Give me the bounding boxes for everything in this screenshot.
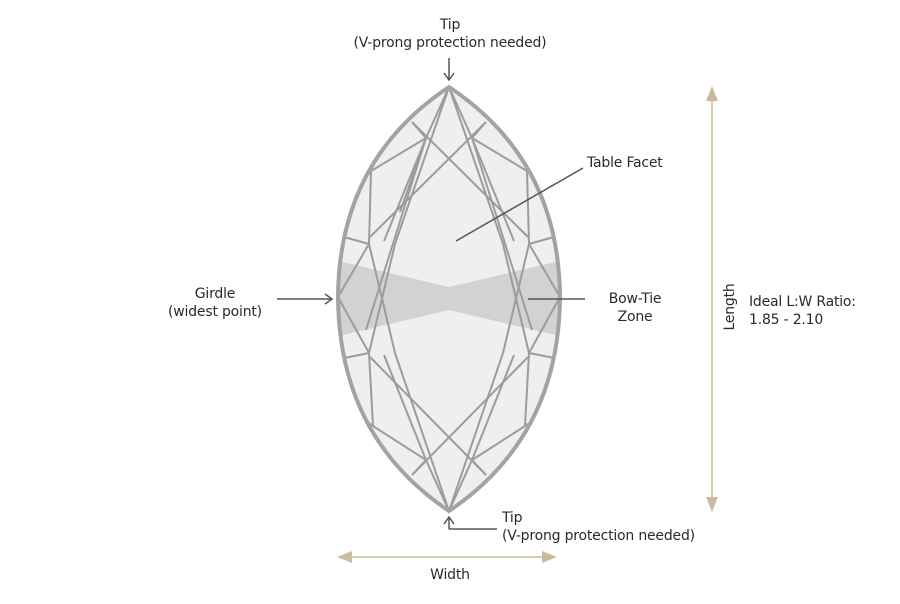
tip-bottom-label: Tip (V-prong protection needed) bbox=[502, 509, 695, 545]
tip-top-note: (V-prong protection needed) bbox=[353, 35, 547, 51]
tip-top-label: Tip (V-prong protection needed) bbox=[350, 16, 550, 52]
marquise-gem bbox=[335, 84, 563, 514]
double-arrow-vertical-icon bbox=[706, 86, 718, 512]
table-facet-leader-line bbox=[455, 167, 584, 242]
arrow-down-icon bbox=[443, 58, 455, 82]
table-facet-label: Table Facet bbox=[587, 155, 663, 171]
bow-tie-label: Bow-Tie Zone bbox=[590, 290, 680, 326]
ratio-title: Ideal L:W Ratio: bbox=[749, 294, 856, 310]
ratio-value: 1.85 - 2.10 bbox=[749, 312, 824, 328]
tip-top-title: Tip bbox=[439, 17, 461, 33]
bow-tie-note: Zone bbox=[617, 309, 653, 325]
bow-tie-title: Bow-Tie bbox=[608, 291, 662, 307]
tip-bottom-title: Tip bbox=[502, 510, 523, 526]
ratio-label: Ideal L:W Ratio: 1.85 - 2.10 bbox=[749, 293, 856, 329]
girdle-title: Girdle bbox=[194, 286, 236, 302]
bow-tie-zone bbox=[338, 259, 560, 338]
length-label: Length bbox=[722, 283, 738, 331]
girdle-note: (widest point) bbox=[168, 304, 262, 320]
width-label: Width bbox=[430, 567, 470, 583]
facet-lines bbox=[338, 87, 560, 511]
tip-bottom-note: (V-prong protection needed) bbox=[502, 528, 695, 544]
double-arrow-horizontal-icon bbox=[337, 551, 557, 563]
girdle-label: Girdle (widest point) bbox=[150, 285, 280, 321]
arrow-right-icon bbox=[277, 293, 334, 305]
arrow-up-icon bbox=[443, 515, 497, 530]
